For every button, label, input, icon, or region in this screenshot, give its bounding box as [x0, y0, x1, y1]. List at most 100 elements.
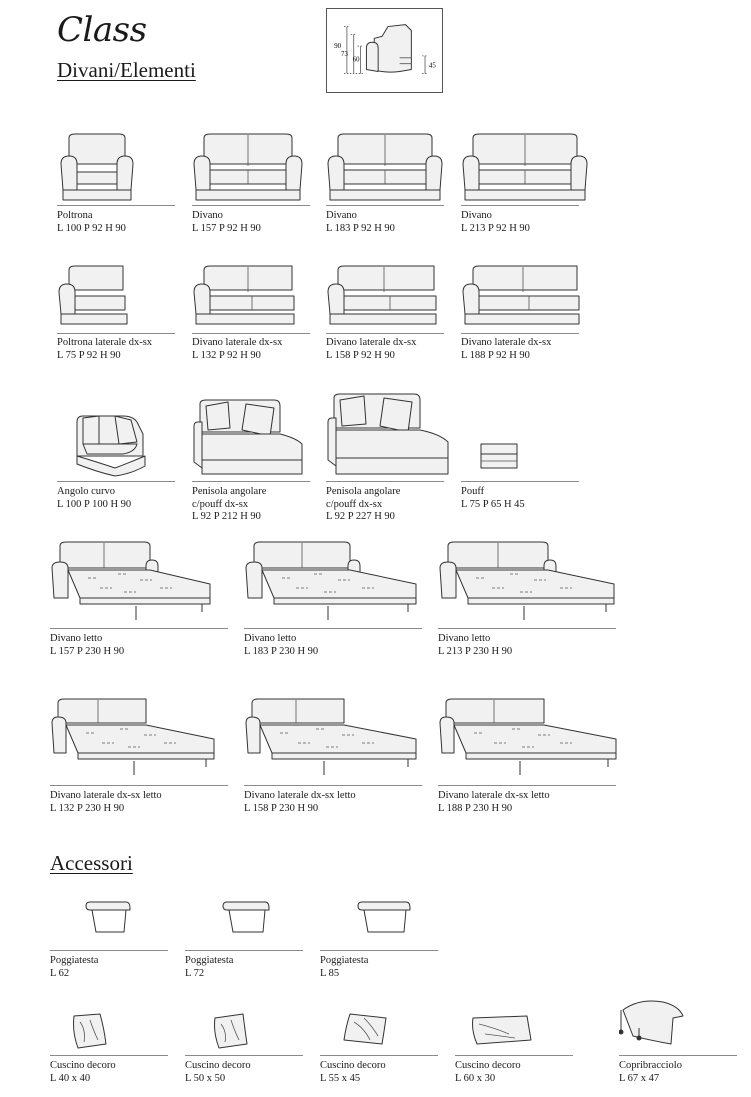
armchair-side-icon	[365, 24, 412, 73]
side-sofa-icon	[462, 265, 580, 325]
sofa-dims: L 75 P 65 H 45	[461, 498, 525, 510]
accessory-dims: L 67 x 47	[619, 1072, 660, 1084]
tassel-icon	[636, 1035, 642, 1041]
sofa-dims: L 75 P 92 H 90	[57, 349, 121, 361]
bed-name: Divano letto	[244, 633, 297, 644]
accessory-name: Cuscino decoro	[320, 1060, 386, 1071]
accessory-name: Cuscino decoro	[185, 1060, 251, 1071]
bed-dims: L 132 P 230 H 90	[50, 802, 125, 814]
headrest-icon	[222, 901, 270, 933]
sofa-dims: L 132 P 92 H 90	[192, 349, 261, 361]
bed-name: Divano laterale dx-sx letto	[438, 790, 550, 801]
side-sofa-bed-icon	[51, 698, 215, 775]
accessory-name: Poggiatesta	[320, 955, 369, 966]
sofa-name: Divano laterale dx-sx	[326, 337, 417, 348]
sofa-icon	[327, 133, 443, 201]
sofa-name: Angolo curvo	[57, 486, 116, 497]
sofa-bed-icon	[439, 541, 615, 620]
curved-corner-icon	[76, 415, 146, 477]
sofa-dims: L 183 P 92 H 90	[326, 222, 395, 234]
accessory-dims: L 55 x 45	[320, 1072, 361, 1084]
side-sofa-bed-icon	[245, 698, 417, 775]
bed-dims: L 158 P 230 H 90	[244, 802, 319, 814]
accessory-name: Cuscino decoro	[50, 1060, 116, 1071]
sofa-name: Divano laterale dx-sx	[192, 337, 283, 348]
dim-45: 45	[429, 63, 436, 70]
chaise-longue-icon	[327, 393, 449, 475]
sofa-bed-icon	[245, 541, 417, 620]
accessory-dims: L 72	[185, 967, 205, 979]
sofa-bed-icon	[51, 541, 211, 620]
bed-dims: L 183 P 230 H 90	[244, 645, 319, 657]
sofa-name: Poltrona laterale dx-sx	[57, 337, 153, 348]
bed-dims: L 188 P 230 H 90	[438, 802, 513, 814]
sofa-dims: L 92 P 212 H 90	[192, 511, 261, 522]
accessory-dims: L 62	[50, 967, 70, 979]
accessory-name: Poggiatesta	[185, 955, 234, 966]
bed-name: Divano laterale dx-sx letto	[244, 790, 356, 801]
cushion-icon	[472, 1015, 532, 1045]
sofa-name-line2: c/pouff dx-sx	[192, 498, 249, 510]
pouff-icon	[480, 443, 518, 469]
sofa-dims: L 157 P 92 H 90	[192, 222, 261, 234]
sofa-dims: L 100 P 92 H 90	[57, 222, 126, 234]
cushion-icon	[73, 1013, 107, 1049]
tassel-icon	[619, 1029, 624, 1035]
accessory-dims: L 85	[320, 967, 340, 979]
sofa-name: Poltrona	[57, 210, 93, 221]
sofa-dims: L 158 P 92 H 90	[326, 349, 395, 361]
side-armchair-icon	[58, 265, 128, 325]
headrest-icon	[357, 901, 411, 933]
sofa-dims: L 92 P 227 H 90	[326, 511, 395, 522]
brand-title: Class	[57, 10, 147, 50]
dim-73: 73	[341, 51, 348, 58]
sofa-dims: L 188 P 92 H 90	[461, 349, 530, 361]
headrest-icon	[85, 901, 131, 933]
accessory-name: Poggiatesta	[50, 955, 99, 966]
sofa-name-line2: c/pouff dx-sx	[326, 498, 383, 510]
sofa-name: Penisola angolare	[326, 486, 401, 497]
accessory-name: Cuscino decoro	[455, 1060, 521, 1071]
accessory-dims: L 40 x 40	[50, 1072, 91, 1084]
dim-90: 90	[334, 43, 341, 50]
armchair-icon	[60, 133, 134, 201]
bed-dims: L 213 P 230 H 90	[438, 645, 513, 657]
section-title-sofas: Divani/Elementi	[57, 58, 196, 82]
sofa-name: Divano laterale dx-sx	[461, 337, 552, 348]
bed-name: Divano laterale dx-sx letto	[50, 790, 162, 801]
sofa-icon	[462, 133, 588, 201]
sofa-name: Penisola angolare	[192, 486, 267, 497]
armrest-cover-icon	[619, 1000, 684, 1045]
sofa-icon	[193, 133, 303, 201]
side-sofa-bed-icon	[439, 698, 617, 775]
sofa-dims: L 213 P 92 H 90	[461, 222, 530, 234]
dim-60: 60	[353, 57, 360, 64]
sofa-dims: L 100 P 100 H 90	[57, 498, 132, 510]
bed-dims: L 157 P 230 H 90	[50, 645, 125, 657]
sofa-name: Pouff	[461, 486, 485, 497]
sofa-name: Divano	[192, 210, 223, 221]
accessory-dims: L 60 x 30	[455, 1072, 496, 1084]
